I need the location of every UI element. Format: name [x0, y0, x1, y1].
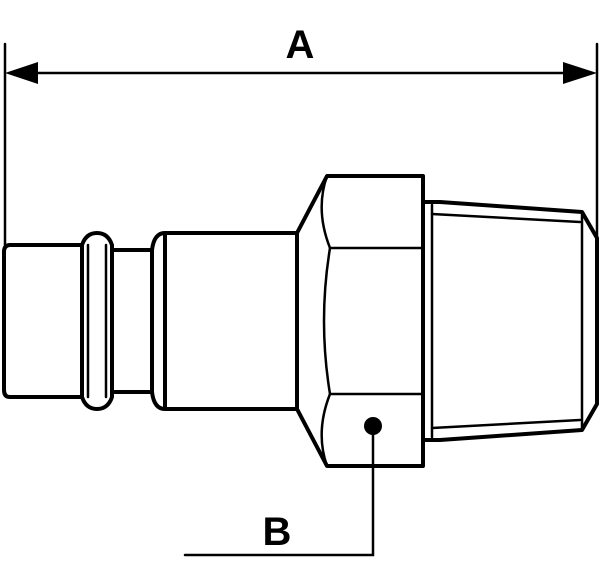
hex-nut [295, 174, 425, 468]
thread-root-lower [430, 418, 582, 430]
nipple-neck [110, 248, 154, 394]
threaded-end [421, 200, 599, 442]
hex-nut-face-upper [320, 174, 425, 250]
thread-root-upper [430, 212, 582, 224]
dimension-a-label: A [286, 23, 315, 67]
dimension-a-arrow-left [5, 62, 38, 84]
nipple-body [163, 231, 299, 411]
dimension-a-arrow-right [563, 62, 597, 84]
nipple-tip [2, 243, 84, 399]
nipple-collar [80, 231, 114, 411]
hex-nut-face-middle [322, 246, 332, 396]
callout-b-leader [183, 424, 375, 557]
callout-b-label: B [263, 510, 292, 554]
